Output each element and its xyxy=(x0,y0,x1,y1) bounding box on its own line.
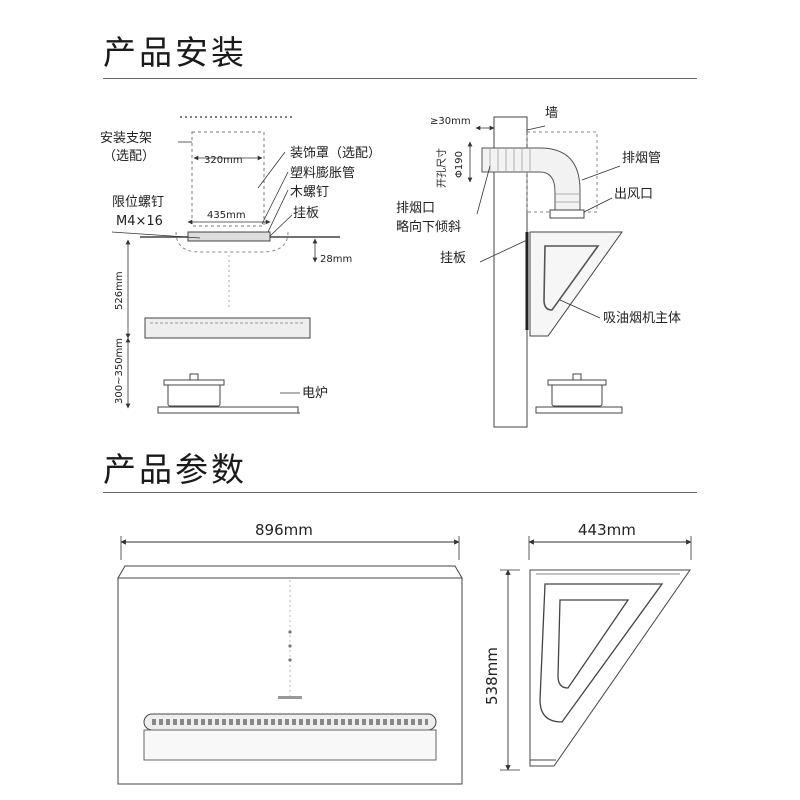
leader-wood-screw xyxy=(267,189,289,233)
hood-top-outline xyxy=(175,231,289,253)
stove-top xyxy=(157,406,299,414)
label-bracket-opt: （选配） xyxy=(103,149,155,164)
label-limit-screw: 限位螺钉 xyxy=(112,195,164,210)
dim-depth-label: 443mm xyxy=(578,521,636,539)
exhaust-pipe-ribs xyxy=(489,148,580,203)
pot-body-side xyxy=(551,381,603,407)
params-front-diagram: 896mm xyxy=(117,521,463,785)
hood-front-top-edge xyxy=(117,565,463,579)
hood-side-outline xyxy=(529,569,691,767)
dim-435-label: 435mm xyxy=(207,210,246,221)
section-divider-install xyxy=(103,78,697,79)
label-bracket: 安装支架 xyxy=(100,131,152,146)
dim-28-label: 28mm xyxy=(320,254,352,265)
front-install-diagram: 320mm 435mm 安装支架 （选配） 装饰罩（选配） 塑料膨胀管 木螺钉 … xyxy=(100,116,381,414)
leader-hang-plate-side xyxy=(479,239,528,263)
dim-height-label: 538mm xyxy=(483,647,501,705)
hood-front-panel xyxy=(144,317,311,339)
pot-lid-side xyxy=(547,379,607,386)
label-stove: 电炉 xyxy=(302,386,328,401)
dim-526-label: 526mm xyxy=(114,271,125,310)
hood-front-lower-panel xyxy=(143,729,437,761)
section-title-params: 产品参数 xyxy=(103,450,247,489)
label-decorative-cover: 装饰罩（选配） xyxy=(290,146,381,161)
leader-cover xyxy=(257,151,286,189)
leader-limit-screw xyxy=(111,231,201,239)
label-plastic-tube: 塑料膨胀管 xyxy=(290,166,355,181)
indicator-dot-1 xyxy=(288,630,292,634)
dim-width-label: 896mm xyxy=(255,521,313,539)
label-tilt: 略向下倾斜 xyxy=(396,219,461,235)
dim-30-label: ≥30mm xyxy=(430,116,471,127)
hood-side-body xyxy=(529,231,623,337)
leader-exhaust-pipe xyxy=(581,165,621,181)
pot-knob xyxy=(189,373,199,381)
section-title-install: 产品安装 xyxy=(103,33,247,72)
leader-main-body xyxy=(559,299,601,319)
label-main-body: 吸油烟机主体 xyxy=(603,311,681,326)
label-hang-plate: 挂板 xyxy=(293,206,319,221)
label-m4: M4×16 xyxy=(116,214,163,229)
leader-outlet xyxy=(583,197,613,213)
label-wood-screw: 木螺钉 xyxy=(290,185,329,200)
label-exhaust-port: 排烟口 xyxy=(396,201,435,216)
indicator-dot-2 xyxy=(288,644,292,648)
leader-plastic-tube xyxy=(261,171,289,225)
label-wall: 墙 xyxy=(545,106,558,121)
dim-320-label: 320mm xyxy=(204,155,243,166)
label-hang-plate-side: 挂板 xyxy=(440,251,466,266)
hood-side-window xyxy=(543,245,600,311)
outlet-collar xyxy=(549,209,585,219)
stove-top-side xyxy=(535,406,623,414)
label-exhaust-pipe: 排烟管 xyxy=(622,151,661,166)
leader-exhaust-port xyxy=(476,165,491,215)
hood-side-window-outer xyxy=(539,583,664,723)
label-hole-size: 开孔尺寸 xyxy=(435,148,448,188)
section-divider-params xyxy=(103,492,697,493)
label-phi190: Φ190 xyxy=(454,151,465,178)
dim-300-label: 300~350mm xyxy=(114,338,125,404)
leader-hang-plate xyxy=(269,214,293,237)
side-install-diagram: 墙 ≥30mm 开孔尺寸 Φ190 排烟管 出风口 排烟口 略向下倾斜 挂板 吸… xyxy=(396,106,681,428)
pot-lid xyxy=(163,379,225,386)
decorative-cover-outline xyxy=(191,131,265,227)
leader-wall xyxy=(526,125,546,131)
pot-body xyxy=(167,381,221,407)
params-side-diagram: 443mm 538mm xyxy=(483,521,692,771)
brand-plate xyxy=(278,696,302,699)
hood-side-window-inner xyxy=(557,599,630,689)
pot-knob-side xyxy=(572,373,582,381)
label-outlet: 出风口 xyxy=(614,187,653,202)
indicator-dot-3 xyxy=(288,658,292,662)
hang-plate-front xyxy=(187,231,271,242)
